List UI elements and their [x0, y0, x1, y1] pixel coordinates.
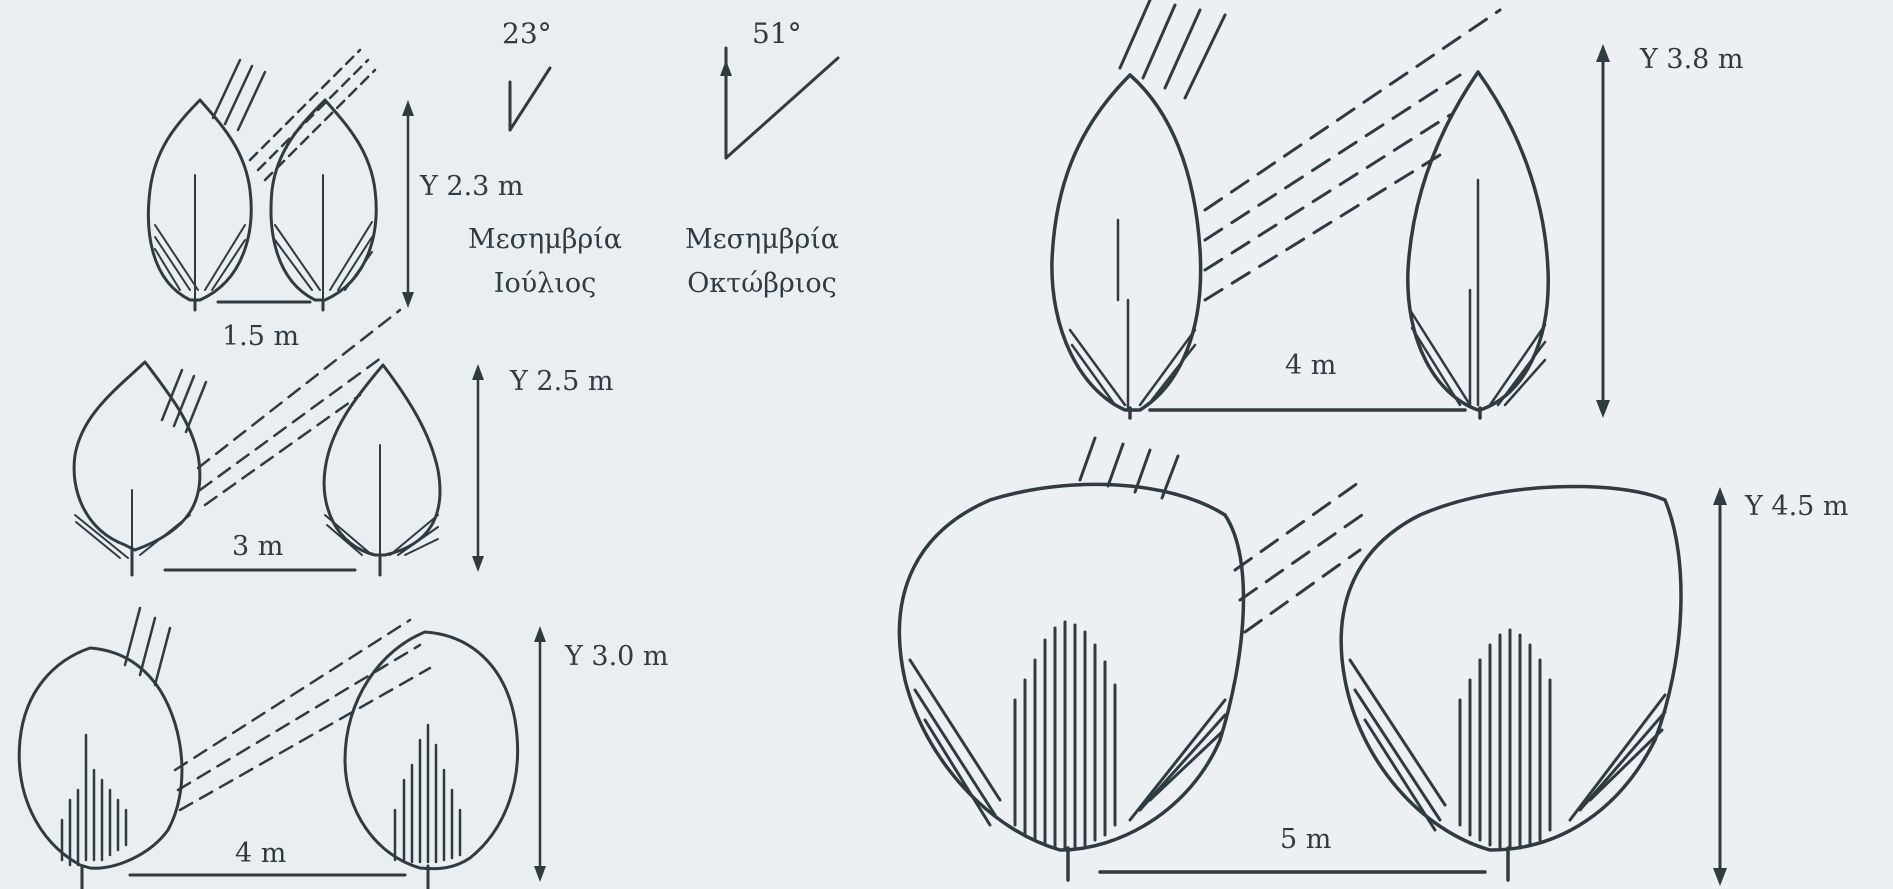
october-label-line-2: Οκτώβριος	[687, 268, 836, 299]
height-label-row-2: Y 2.5 m	[509, 366, 614, 397]
spacing-label-row-5: 5 m	[1280, 824, 1331, 855]
spacing-label-row-2: 3 m	[232, 531, 283, 562]
october-label-line-1: Μεσημβρία	[685, 224, 839, 255]
height-label-row-1: Y 2.3 m	[419, 171, 524, 202]
height-label-row-5: Y 4.5 m	[1744, 491, 1849, 522]
july-label-line-1: Μεσημβρία	[468, 224, 622, 255]
july-angle-label: 23°	[502, 17, 552, 50]
october-angle-label: 51°	[752, 17, 802, 50]
spacing-label-row-3: 4 m	[235, 838, 286, 869]
spacing-label-row-1: 1.5 m	[222, 321, 299, 352]
spacing-label-row-4: 4 m	[1285, 350, 1336, 381]
height-label-row-4: Y 3.8 m	[1639, 44, 1744, 75]
height-label-row-3: Y 3.0 m	[564, 641, 669, 672]
july-label-line-2: Ιούλιος	[494, 268, 596, 299]
